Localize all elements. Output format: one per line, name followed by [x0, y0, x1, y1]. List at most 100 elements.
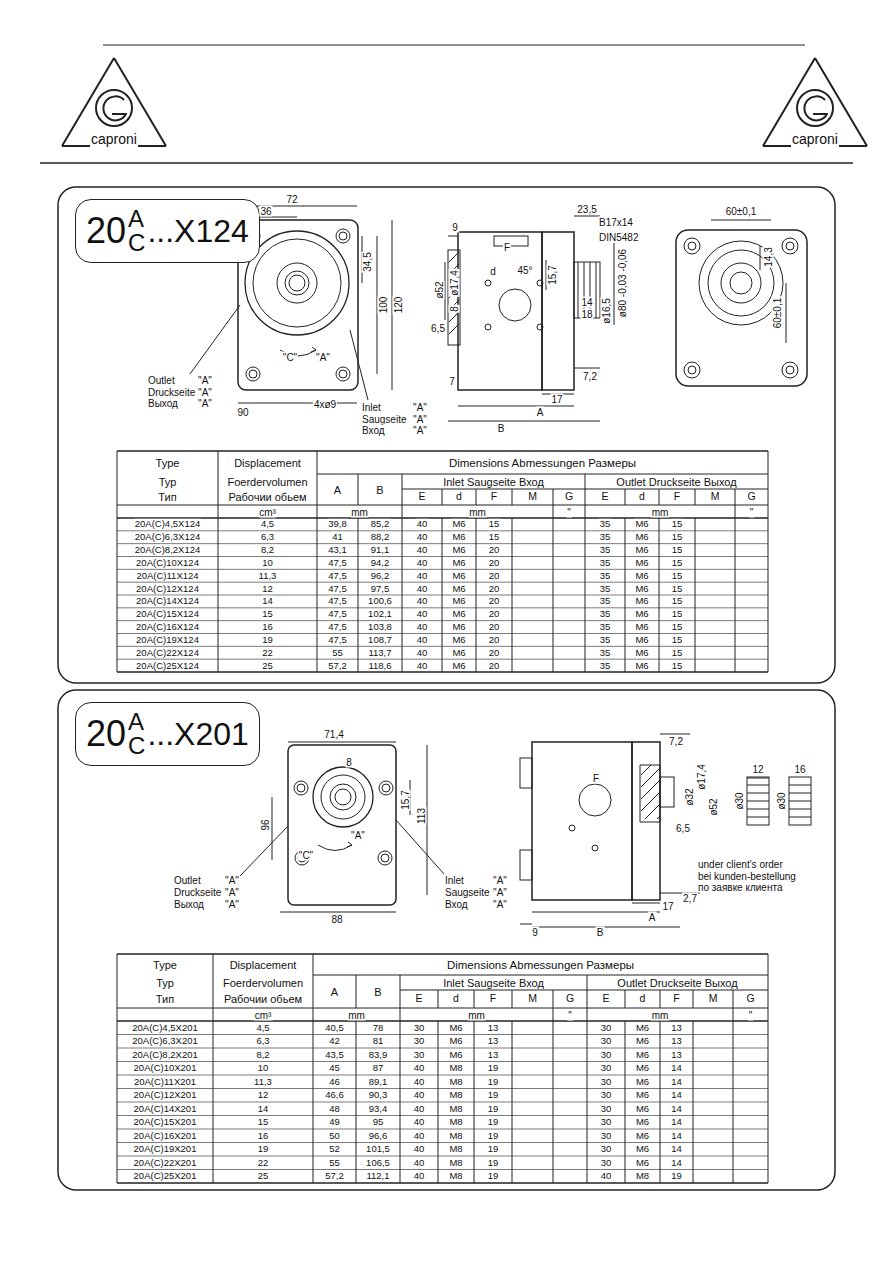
table-cell: 95 [372, 1117, 385, 1127]
dimension-label: ø32 [684, 787, 695, 806]
title-box: 20AC...X124 [75, 199, 260, 263]
table-rule [356, 975, 357, 1008]
table-rule [317, 451, 318, 672]
table-rule [768, 451, 769, 672]
unit-label: mm [467, 1009, 486, 1020]
table-cell: M6 [448, 1050, 463, 1060]
table-cell: M6 [635, 1023, 650, 1033]
table-cell: 40 [416, 660, 429, 670]
table-rule [735, 489, 736, 672]
table-rule [660, 990, 661, 1008]
table-rule [438, 990, 439, 1008]
dimension-label: B17x14 [598, 217, 634, 228]
title-text: ...X124 [147, 215, 248, 247]
unit-label: mm [651, 506, 670, 517]
table-header: G [564, 491, 574, 503]
dimension-label: 96 [260, 818, 271, 831]
dimension-label: "A" [224, 899, 240, 910]
table-cell: 19 [487, 1104, 500, 1114]
table-cell: 20 [488, 558, 501, 568]
table-cell: 13 [487, 1050, 500, 1060]
table-rule [117, 1008, 768, 1009]
title-text: ...X201 [147, 718, 248, 750]
dimension-label: 2,7 [682, 893, 698, 904]
table-header: Inlet Saugseite Вход [442, 976, 545, 988]
table-cell: 20A(C)19X124 [135, 635, 200, 645]
table-cell: M6 [451, 609, 466, 619]
table-cell: M6 [635, 1036, 650, 1046]
dimension-label: 14 [580, 297, 593, 308]
table-cell: 46,6 [324, 1090, 345, 1100]
table-cell: 96,6 [368, 1131, 389, 1141]
table-rule [625, 489, 626, 505]
table-cell: 47,5 [327, 596, 348, 606]
table-cell: 20A(C)22X201 [133, 1158, 198, 1168]
table-cell: 40,5 [324, 1023, 345, 1033]
table-cell: M6 [634, 558, 649, 568]
table-header: A [330, 985, 339, 997]
table-header: Displacement [233, 456, 302, 468]
table-cell: 20A(C)14X201 [133, 1104, 198, 1114]
table-cell: 102,1 [367, 609, 393, 619]
dimension-label: DIN5482 [598, 232, 639, 243]
table-cell: 106,5 [365, 1158, 391, 1168]
table-rule [660, 1021, 661, 1183]
table-rule [117, 1020, 768, 1021]
table-cell: M6 [635, 1117, 650, 1127]
table-cell: M8 [448, 1104, 463, 1114]
table-cell: 55 [328, 1158, 341, 1168]
table-cell: 47,5 [327, 583, 348, 593]
dimension-label: Inlet [444, 875, 465, 886]
table-cell: 49 [328, 1117, 341, 1127]
table-cell: 6,3 [260, 532, 275, 542]
table-cell: 11,3 [258, 571, 278, 581]
table-rule [695, 518, 696, 672]
dimension-label: 4xø9 [313, 399, 337, 410]
table-cell: 20A(C)10X201 [133, 1063, 198, 1073]
table-cell: 30 [413, 1050, 426, 1060]
table-cell: 19 [487, 1144, 500, 1154]
table-rule [587, 975, 588, 1183]
table-cell: 40 [416, 609, 429, 619]
table-cell: 46 [328, 1077, 341, 1087]
table-header: d [638, 491, 646, 503]
dimension-label: Вход [361, 425, 386, 436]
table-rule [117, 1129, 768, 1130]
table-rule [117, 954, 118, 1183]
table-cell: 35 [599, 635, 612, 645]
table-rule [512, 489, 513, 505]
table-cell: 16 [257, 1131, 270, 1141]
table-cell: 40 [413, 1063, 426, 1073]
dimension-label: 17 [550, 394, 563, 405]
table-header: Outlet Druckseite Выход [615, 475, 737, 487]
table-rule [117, 1115, 768, 1116]
table-cell: 42 [328, 1036, 341, 1046]
table-cell: 40 [416, 545, 429, 555]
table-cell: 35 [599, 622, 612, 632]
table-rule [512, 990, 513, 1008]
table-cell: 19 [257, 1144, 270, 1154]
table-cell: M8 [635, 1171, 650, 1181]
table-header: Type [152, 958, 178, 970]
table-rule [117, 1102, 768, 1103]
dimension-label: "A" [197, 387, 213, 398]
table-cell: 40 [416, 532, 429, 542]
table-cell: 35 [599, 519, 612, 529]
table-cell: 20A(C)15X124 [135, 609, 200, 619]
table-header: d [639, 993, 647, 1005]
table-cell: 108,7 [367, 635, 393, 645]
table-rule [358, 518, 359, 672]
table-cell: 57,2 [327, 660, 348, 670]
table-cell: 30 [413, 1036, 426, 1046]
table-cell: M6 [451, 635, 466, 645]
dimension-label: 7,2 [668, 736, 684, 747]
table-cell: 13 [670, 1036, 683, 1046]
logo-text: caproni [791, 132, 839, 147]
table-cell: M8 [448, 1158, 463, 1168]
table-header: E [417, 491, 426, 503]
table-cell: 103,8 [367, 622, 393, 632]
table-cell: 20 [488, 635, 501, 645]
dimension-label: ø17,4 [449, 269, 460, 297]
table-rule [402, 474, 403, 672]
